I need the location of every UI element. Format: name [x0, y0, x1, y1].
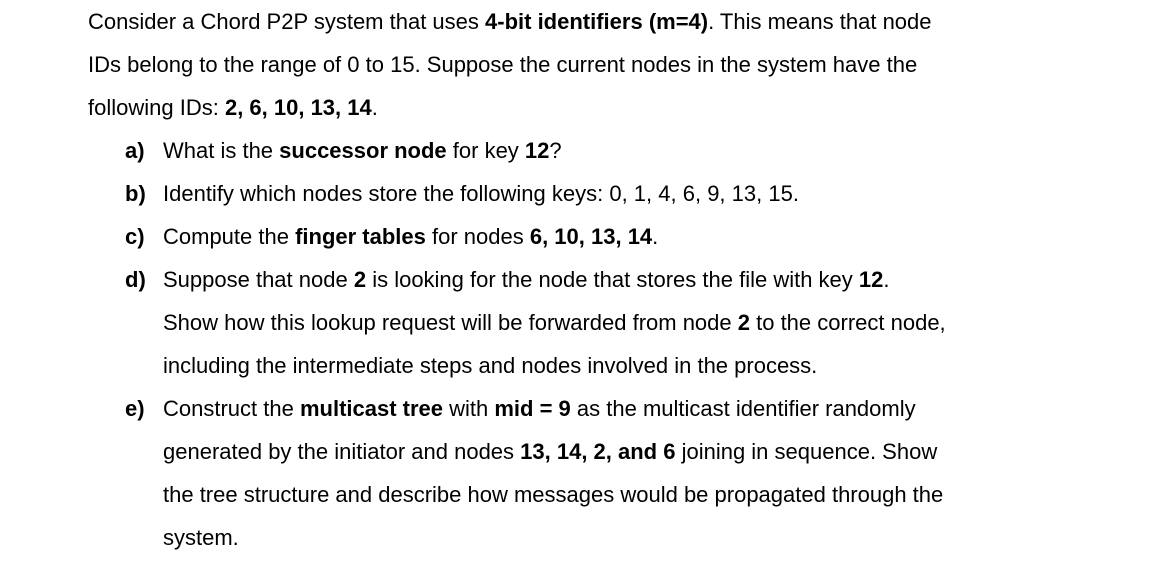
list-item-label: b)	[125, 181, 146, 206]
item-line: including the intermediate steps and nod…	[163, 344, 1142, 387]
text-run: Identify which nodes store the following…	[163, 181, 799, 206]
text-run: Consider a Chord P2P system that uses	[88, 9, 486, 34]
text-run: ?	[549, 138, 562, 163]
intro-line: following IDs: 2, 6, 10, 13, 14.	[88, 86, 1142, 129]
text-run: Suppose that node	[163, 267, 354, 292]
item-line: Suppose that node 2 is looking for the n…	[163, 258, 1142, 301]
item-line: the tree structure and describe how mess…	[163, 473, 1142, 516]
text-run: What is the	[163, 138, 280, 163]
text-run: Construct the	[163, 396, 300, 421]
list-item-text: Compute the finger tables for nodes 6, 1…	[163, 215, 1142, 258]
bold-text-run: 12	[858, 267, 884, 292]
bold-text-run: 2	[353, 267, 367, 292]
text-run: for key	[446, 138, 525, 163]
intro-line: IDs belong to the range of 0 to 15. Supp…	[88, 43, 1142, 86]
item-line: Show how this lookup request will be for…	[163, 301, 1142, 344]
text-run: following IDs:	[88, 95, 225, 120]
text-run: . This means that node	[708, 9, 932, 34]
bold-text-run: 2	[737, 310, 750, 335]
text-run: with	[443, 396, 495, 421]
list-item-d: d) Suppose that node 2 is looking for the…	[88, 258, 1142, 387]
bold-text-run: 4-bit identifiers (m=4)	[485, 9, 709, 34]
bold-text-run: 12	[524, 138, 550, 163]
text-run: to the correct node,	[750, 310, 946, 335]
text-run: including the intermediate steps and nod…	[163, 353, 818, 378]
bold-text-run: 2, 6, 10, 13, 14	[224, 95, 372, 120]
list-item-text: Identify which nodes store the following…	[163, 172, 1142, 215]
list-item-text: What is the successor node for key 12?	[163, 129, 1142, 172]
item-line: Construct the multicast tree with mid = …	[163, 387, 1142, 430]
text-run: generated by the initiator and nodes	[163, 439, 521, 464]
text-run: IDs belong to the range of 0 to 15. Supp…	[88, 52, 918, 77]
item-line: Compute the finger tables for nodes 6, 1…	[163, 215, 1142, 258]
list-item-text: Suppose that node 2 is looking for the n…	[163, 258, 1142, 387]
intro-line: Consider a Chord P2P system that uses 4-…	[88, 0, 1142, 43]
bold-text-run: 6, 10, 13, 14	[529, 224, 653, 249]
bold-text-run: 13, 14, 2, and 6	[520, 439, 676, 464]
text-run: for nodes	[425, 224, 530, 249]
text-run: is looking for the node that stores the …	[366, 267, 859, 292]
list-item-label: e)	[125, 396, 145, 421]
text-run: the tree structure and describe how mess…	[163, 482, 944, 507]
text-run: .	[652, 224, 659, 249]
list-item-label: a)	[125, 138, 145, 163]
item-line: generated by the initiator and nodes 13,…	[163, 430, 1142, 473]
list-item-a: a) What is the successor node for key 12?	[88, 129, 1142, 172]
bold-text-run: mid = 9	[494, 396, 571, 421]
text-run: system.	[163, 525, 239, 550]
item-line: Identify which nodes store the following…	[163, 172, 1142, 215]
list-item-text: Construct the multicast tree with mid = …	[163, 387, 1142, 559]
text-run: Show how this lookup request will be for…	[163, 310, 738, 335]
bold-text-run: finger tables	[295, 224, 426, 249]
list-item-label: c)	[125, 224, 145, 249]
list-item-c: c) Compute the finger tables for nodes 6,…	[88, 215, 1142, 258]
list-item-e: e) Construct the multicast tree with mid …	[88, 387, 1142, 559]
list-item-b: b) Identify which nodes store the followi…	[88, 172, 1142, 215]
text-run: Compute the	[163, 224, 296, 249]
question-list: a) What is the successor node for key 12?…	[88, 129, 1142, 559]
text-run: .	[371, 95, 378, 120]
text-run: joining in sequence. Show	[675, 439, 938, 464]
bold-text-run: successor node	[279, 138, 447, 163]
item-line: system.	[163, 516, 1142, 559]
list-item-label: d)	[125, 267, 146, 292]
intro-paragraph: Consider a Chord P2P system that uses 4-…	[88, 0, 1142, 129]
text-run: .	[883, 267, 890, 292]
bold-text-run: multicast tree	[299, 396, 444, 421]
text-run: as the multicast identifier randomly	[570, 396, 916, 421]
item-line: What is the successor node for key 12?	[163, 129, 1142, 172]
